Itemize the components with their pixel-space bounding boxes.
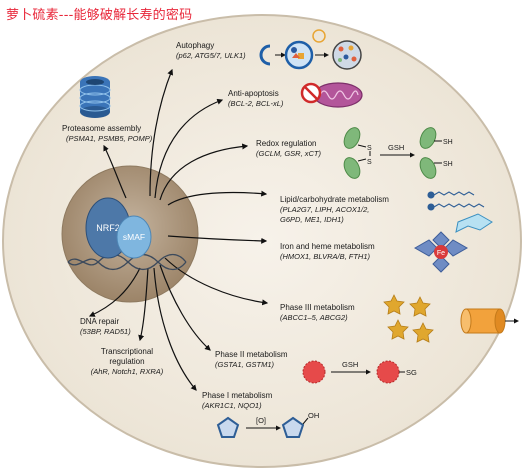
pentagon-product-icon bbox=[281, 416, 309, 438]
no-symbol-icon bbox=[300, 82, 322, 104]
arrow-transcription bbox=[138, 267, 149, 342]
transcription-title-line2: regulation bbox=[109, 357, 144, 366]
redox-s-bottom: S bbox=[367, 159, 372, 166]
heme-icon bbox=[413, 231, 469, 273]
dna-repair-genes: (53BP, RAD51) bbox=[80, 327, 131, 336]
oxidized-protein-icon bbox=[343, 127, 371, 179]
proteasome-title: Proteasome assembly bbox=[62, 124, 141, 133]
transcription-genes: (AhR, Notch1, RXRA) bbox=[91, 367, 164, 376]
phase1-genes: (AKR1C1, NQO1) bbox=[202, 401, 262, 410]
lipid-genes-line2: G6PD, ME1, IDH1) bbox=[280, 215, 344, 224]
lipid-molecule-icon bbox=[427, 191, 485, 211]
redox-sh-bottom: SH bbox=[443, 161, 453, 168]
redox-genes: (GCLM, GSR, xCT) bbox=[256, 149, 322, 158]
heme-fe-label: Fe bbox=[437, 250, 445, 257]
autophagy-title: Autophagy bbox=[176, 41, 214, 50]
arrow-proteasome bbox=[103, 144, 127, 199]
lipid-genes-line1: (PLA2G7, LIPH, ACOX1/2, bbox=[280, 205, 369, 214]
phase3-genes: (ABCC1–5, ABCG2) bbox=[280, 313, 348, 322]
phase2-title: Phase II metabolism bbox=[215, 350, 288, 359]
sugar-ring-icon bbox=[455, 213, 493, 233]
iron-genes: (HMOX1, BLVRA/B, FTH1) bbox=[280, 252, 371, 261]
anti-apoptosis-genes: (BCL-2, BCL-xL) bbox=[228, 99, 284, 108]
redox-gsh: GSH bbox=[388, 143, 404, 152]
smaf-protein bbox=[116, 215, 152, 259]
autophagosome-icon bbox=[259, 29, 362, 70]
anti-apoptosis-title: Anti-apoptosis bbox=[228, 89, 279, 98]
redox-title: Redox regulation bbox=[256, 139, 316, 148]
autophagy-genes: (p62, ATG5/7, ULK1) bbox=[176, 51, 246, 60]
arrow-phase1 bbox=[153, 267, 197, 391]
phase2-sg: SG bbox=[406, 368, 417, 377]
conjugation-substrate-icon bbox=[302, 360, 326, 384]
arrow-lipid bbox=[167, 190, 268, 206]
arrow-phase2 bbox=[159, 264, 211, 351]
phase1-title: Phase I metabolism bbox=[202, 391, 273, 400]
redox-sh-top: SH bbox=[443, 139, 453, 146]
arrow-phase3 bbox=[164, 257, 269, 306]
arrow-redox bbox=[159, 143, 249, 201]
substrate-stars-icon bbox=[383, 294, 434, 343]
nrf2-label: NRF2 bbox=[96, 223, 120, 233]
phase1-o: [O] bbox=[256, 416, 266, 425]
conjugated-product-icon bbox=[376, 360, 405, 384]
arrow-anti-apoptosis bbox=[154, 98, 224, 199]
smaf-label: sMAF bbox=[123, 232, 145, 242]
arrow-iron bbox=[167, 235, 268, 244]
iron-title: Iron and heme metabolism bbox=[280, 242, 375, 251]
dna-repair-title: DNA repair bbox=[80, 317, 119, 326]
mitochondrion-icon bbox=[313, 82, 363, 108]
dna-helix bbox=[67, 253, 187, 271]
proteasome-icon bbox=[79, 76, 111, 118]
lipid-title: Lipid/carbohydrate metabolism bbox=[280, 195, 389, 204]
pathway-arrows bbox=[88, 68, 269, 391]
redox-s-top: S bbox=[367, 145, 372, 152]
arrow-autophagy bbox=[149, 68, 174, 197]
phase1-oh: OH bbox=[308, 411, 319, 420]
transporter-icon bbox=[460, 308, 519, 334]
proteasome-genes: (PSMA1, PSMB5, POMP) bbox=[66, 134, 153, 143]
arrow-dna-repair bbox=[88, 267, 141, 317]
phase3-title: Phase III metabolism bbox=[280, 303, 355, 312]
phase2-genes: (GSTA1, GSTM1) bbox=[215, 360, 275, 369]
pentagon-substrate-icon bbox=[216, 416, 240, 438]
phase2-gsh: GSH bbox=[342, 360, 358, 369]
watermark-text: 萝卜硫素---能够破解长寿的密码 bbox=[6, 8, 193, 23]
reduced-protein-icon bbox=[419, 127, 442, 179]
transcription-title-line1: Transcriptional bbox=[101, 347, 153, 356]
